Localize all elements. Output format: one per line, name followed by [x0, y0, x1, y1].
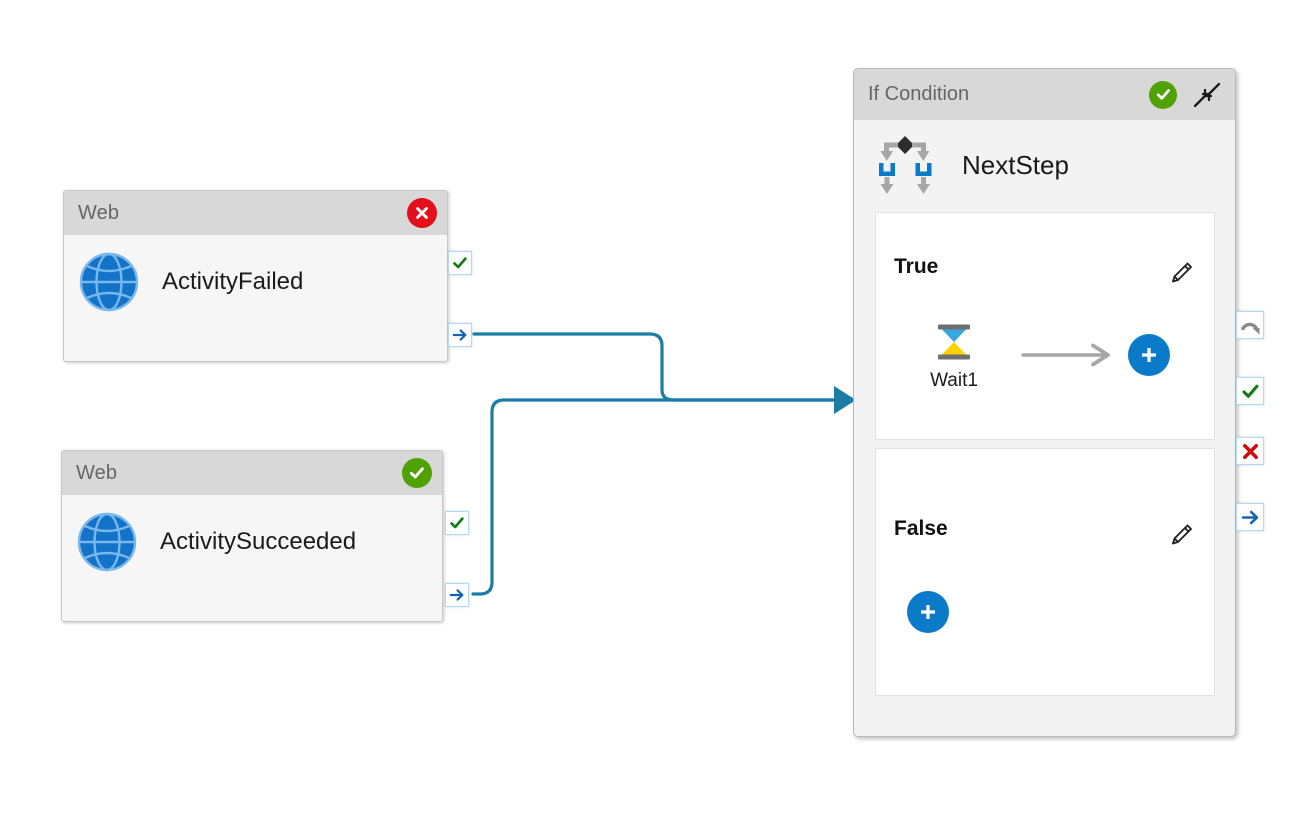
collapse-diagonal-arrows-icon[interactable] [1191, 79, 1223, 111]
arrow-right-icon [452, 329, 467, 341]
add-activity-button[interactable] [907, 591, 949, 633]
node-header: Web [62, 451, 442, 495]
node-body: ActivitySucceeded [62, 495, 442, 593]
branch-split-icon [879, 136, 932, 194]
cross-icon [1242, 443, 1258, 459]
globe-icon [77, 512, 137, 572]
arrow-right-icon [1241, 510, 1258, 524]
pencil-icon[interactable] [1166, 255, 1196, 285]
port-success[interactable] [445, 511, 469, 535]
if-condition-node-label: NextStep [962, 149, 1069, 180]
node-header: Web [64, 191, 447, 235]
wait-activity[interactable]: Wait1 [909, 321, 999, 392]
node-activity-succeeded[interactable]: Web ActivitySucceeded [61, 450, 469, 622]
node-header-title: Web [78, 201, 120, 224]
hourglass-icon [938, 324, 970, 360]
port-retry[interactable] [1236, 311, 1264, 339]
globe-icon [79, 252, 139, 312]
error-circle-icon [407, 198, 437, 228]
node-label: ActivitySucceeded [160, 528, 357, 555]
wait-activity-label: Wait1 [930, 370, 978, 391]
plus-icon [921, 605, 935, 619]
node-header-title: Web [76, 461, 118, 484]
if-condition-header: If Condition [854, 69, 1235, 120]
curved-arrow-icon [1240, 322, 1260, 335]
add-activity-button[interactable] [1128, 334, 1170, 376]
port-next[interactable] [445, 583, 469, 607]
false-branch-title: False [894, 517, 948, 540]
true-branch[interactable]: True Wait1 [875, 212, 1215, 440]
node-body: ActivityFailed [64, 235, 447, 333]
port-next[interactable] [448, 323, 472, 347]
node-label: ActivityFailed [162, 268, 304, 295]
success-circle-icon [402, 458, 432, 488]
plus-icon [1142, 348, 1156, 362]
port-next[interactable] [1236, 503, 1264, 531]
arrow-right-icon [449, 589, 464, 601]
check-icon [1241, 384, 1258, 398]
port-success[interactable] [1236, 377, 1264, 405]
false-branch[interactable]: False [875, 448, 1215, 696]
node-activity-failed[interactable]: Web ActivityFailed [63, 190, 472, 362]
check-icon [450, 517, 464, 529]
node-if-condition[interactable]: If Condition [853, 68, 1236, 737]
success-circle-icon [1149, 80, 1177, 109]
check-icon [453, 257, 467, 269]
if-condition-node-row: NextStep [854, 120, 1235, 212]
port-failure[interactable] [1236, 437, 1264, 465]
true-branch-title: True [894, 255, 939, 278]
pencil-icon[interactable] [1166, 517, 1196, 547]
if-condition-title: If Condition [868, 83, 970, 105]
arrow-right-long-icon [1021, 343, 1110, 367]
port-success[interactable] [448, 251, 472, 275]
